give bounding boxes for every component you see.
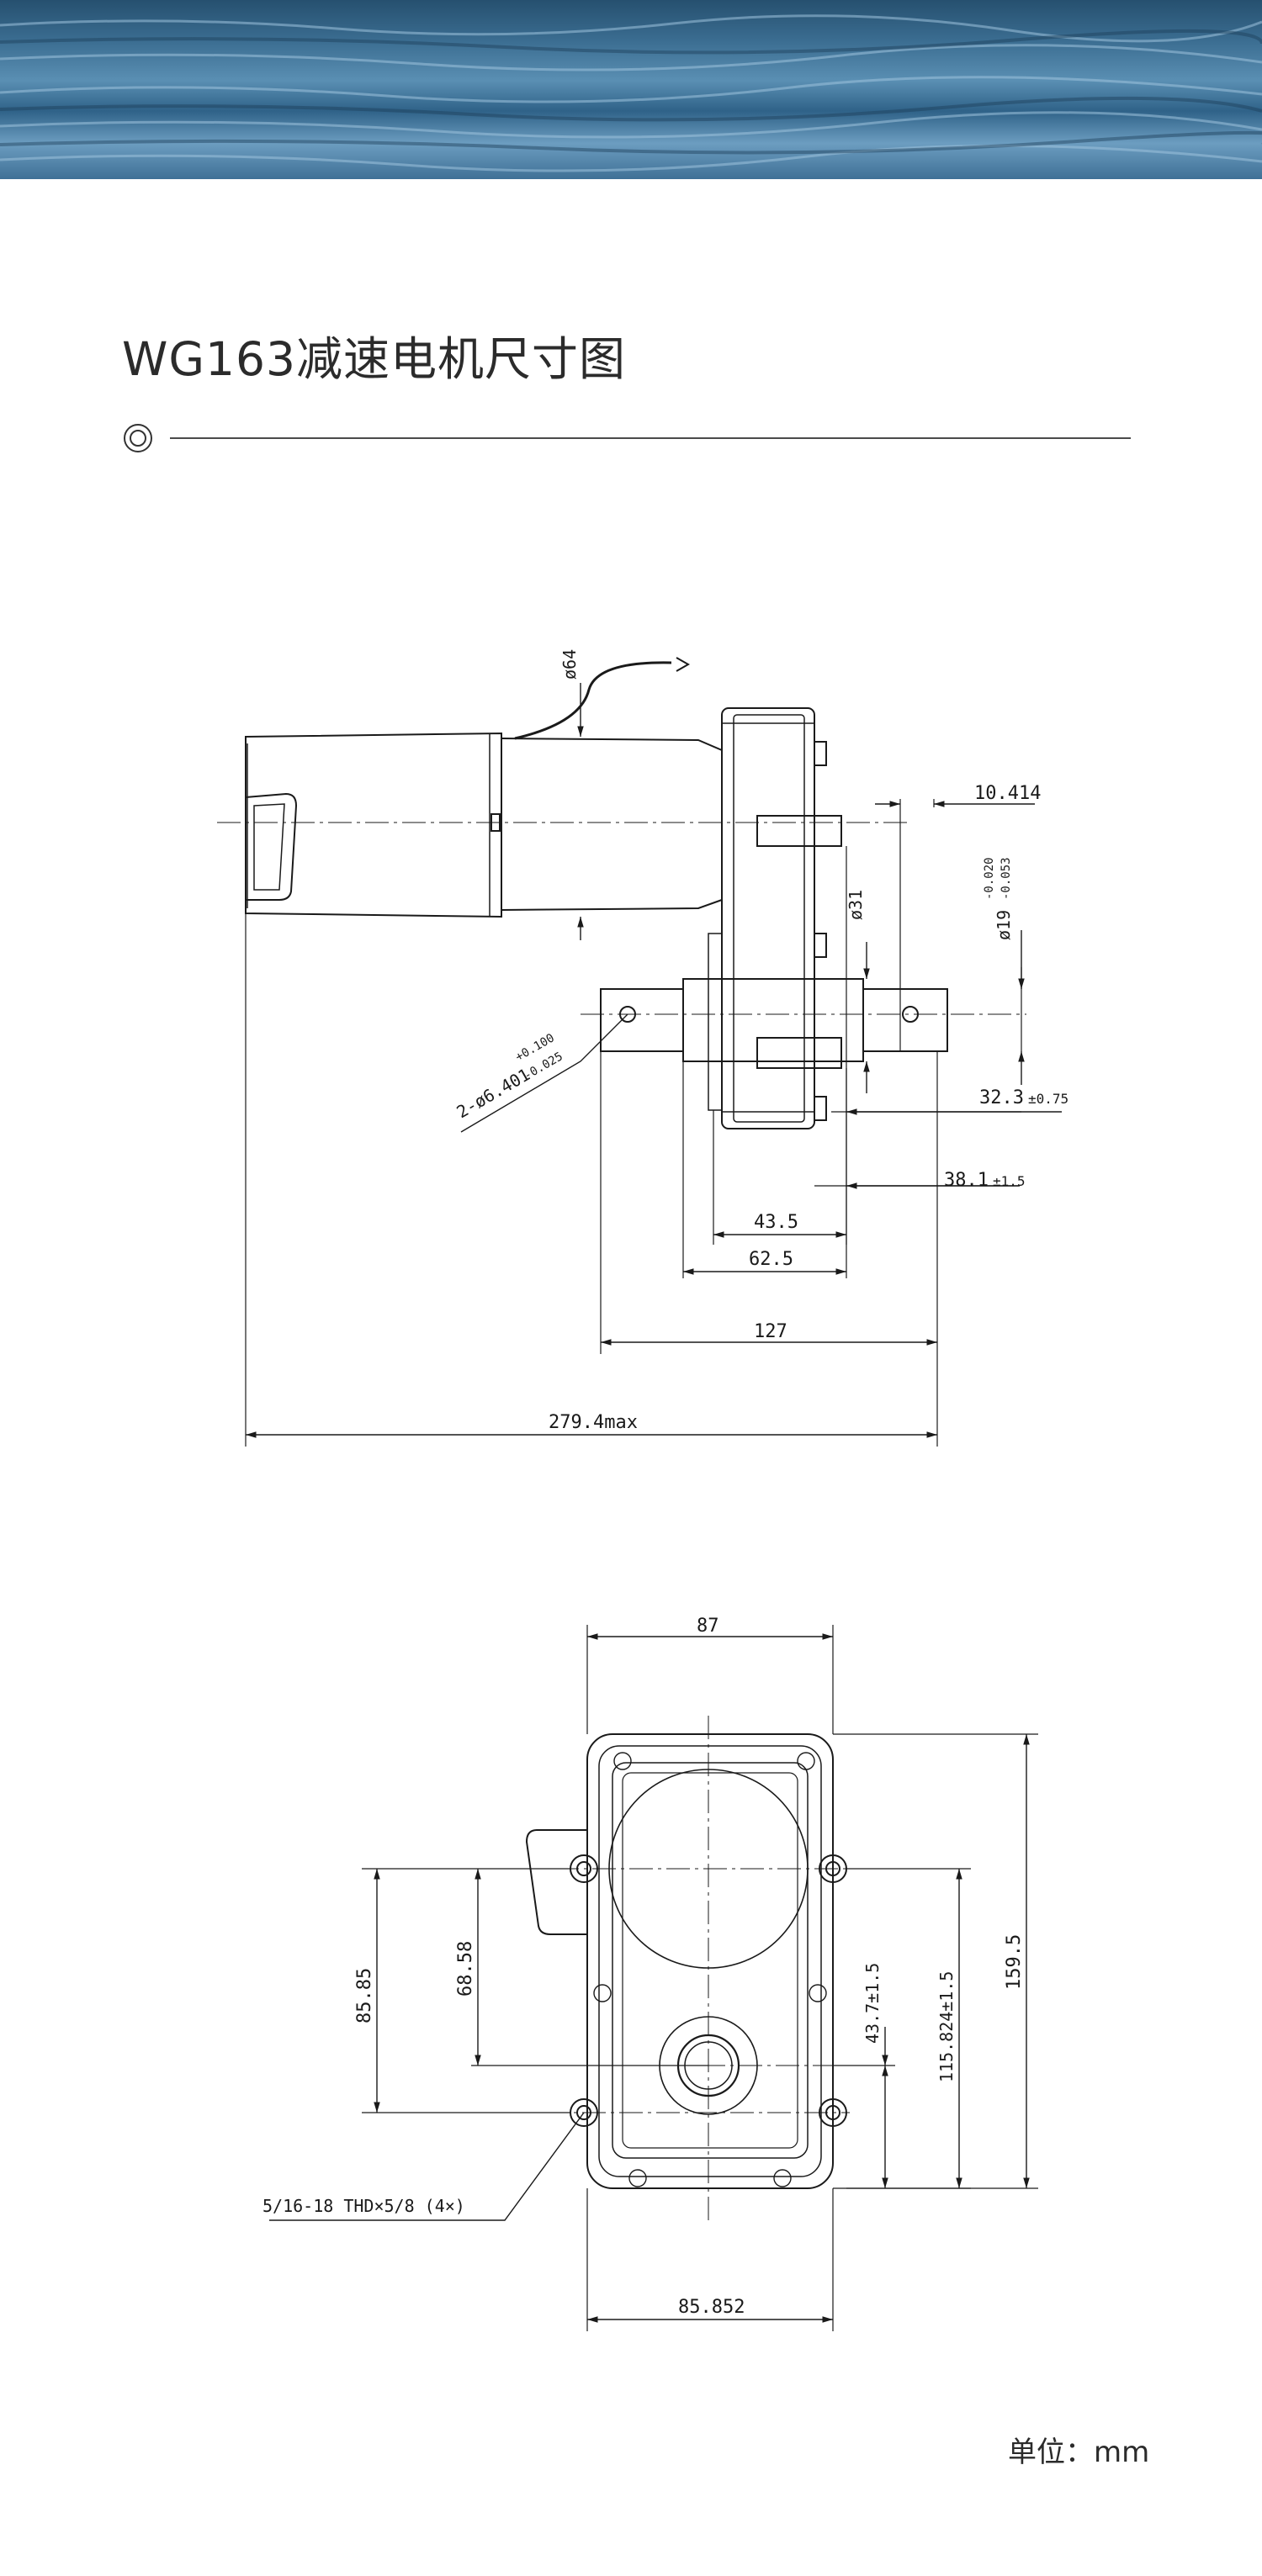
dim-62-5: 62.5	[749, 1249, 793, 1270]
dim-10-414: 10.414	[974, 783, 1041, 804]
motor-body	[245, 732, 723, 918]
gearbox-outline	[586, 1733, 834, 2189]
front-view	[269, 1625, 1038, 2331]
circle-marker-icon	[124, 424, 152, 452]
output-shaft	[600, 978, 948, 1062]
thread-callout: 5/16-18 THD×5/8 (4×)	[262, 2196, 465, 2216]
dim-32-3-tol: ±0.75	[1028, 1091, 1068, 1107]
extension-lines	[245, 799, 1022, 1447]
title-divider	[170, 437, 1131, 439]
dim-87: 87	[697, 1616, 719, 1637]
centerlines	[217, 822, 1026, 1015]
dim-dia-19-tol-upper: -0.020	[983, 857, 996, 900]
dim-38-1-tol: ±1.5	[993, 1173, 1026, 1189]
gearbox-body	[708, 707, 842, 1129]
page-title: WG163减速电机尺寸图	[122, 332, 626, 386]
dim-dia-31: ø31	[846, 890, 866, 920]
header-banner	[0, 0, 1262, 179]
dim-43-5: 43.5	[754, 1212, 798, 1233]
dim-dia-64: ø64	[559, 649, 580, 680]
dim-43-7: 43.7±1.5	[862, 1963, 883, 2044]
dim-115-824: 115.824±1.5	[936, 1971, 957, 2082]
dim-279-4: 279.4max	[549, 1412, 638, 1433]
dimension-lines	[246, 683, 1062, 1438]
dim-85-852: 85.852	[678, 2297, 745, 2318]
dim-dia-19: ø19	[994, 910, 1014, 940]
dim-127: 127	[754, 1321, 787, 1342]
dim-85-85: 85.85	[354, 1968, 375, 2023]
unit-label: 单位：mm	[1008, 2436, 1150, 2469]
lead-wire	[514, 661, 672, 740]
dim-dia-19-tol-lower: -0.053	[1000, 857, 1013, 900]
dim-38-1: 38.1	[944, 1170, 989, 1191]
water-texture	[0, 14, 1262, 172]
dim-68-58: 68.58	[455, 1941, 476, 1997]
side-view	[217, 657, 1062, 1447]
dim-159-5: 159.5	[1004, 1934, 1025, 1990]
dim-32-3: 32.3	[979, 1087, 1024, 1108]
